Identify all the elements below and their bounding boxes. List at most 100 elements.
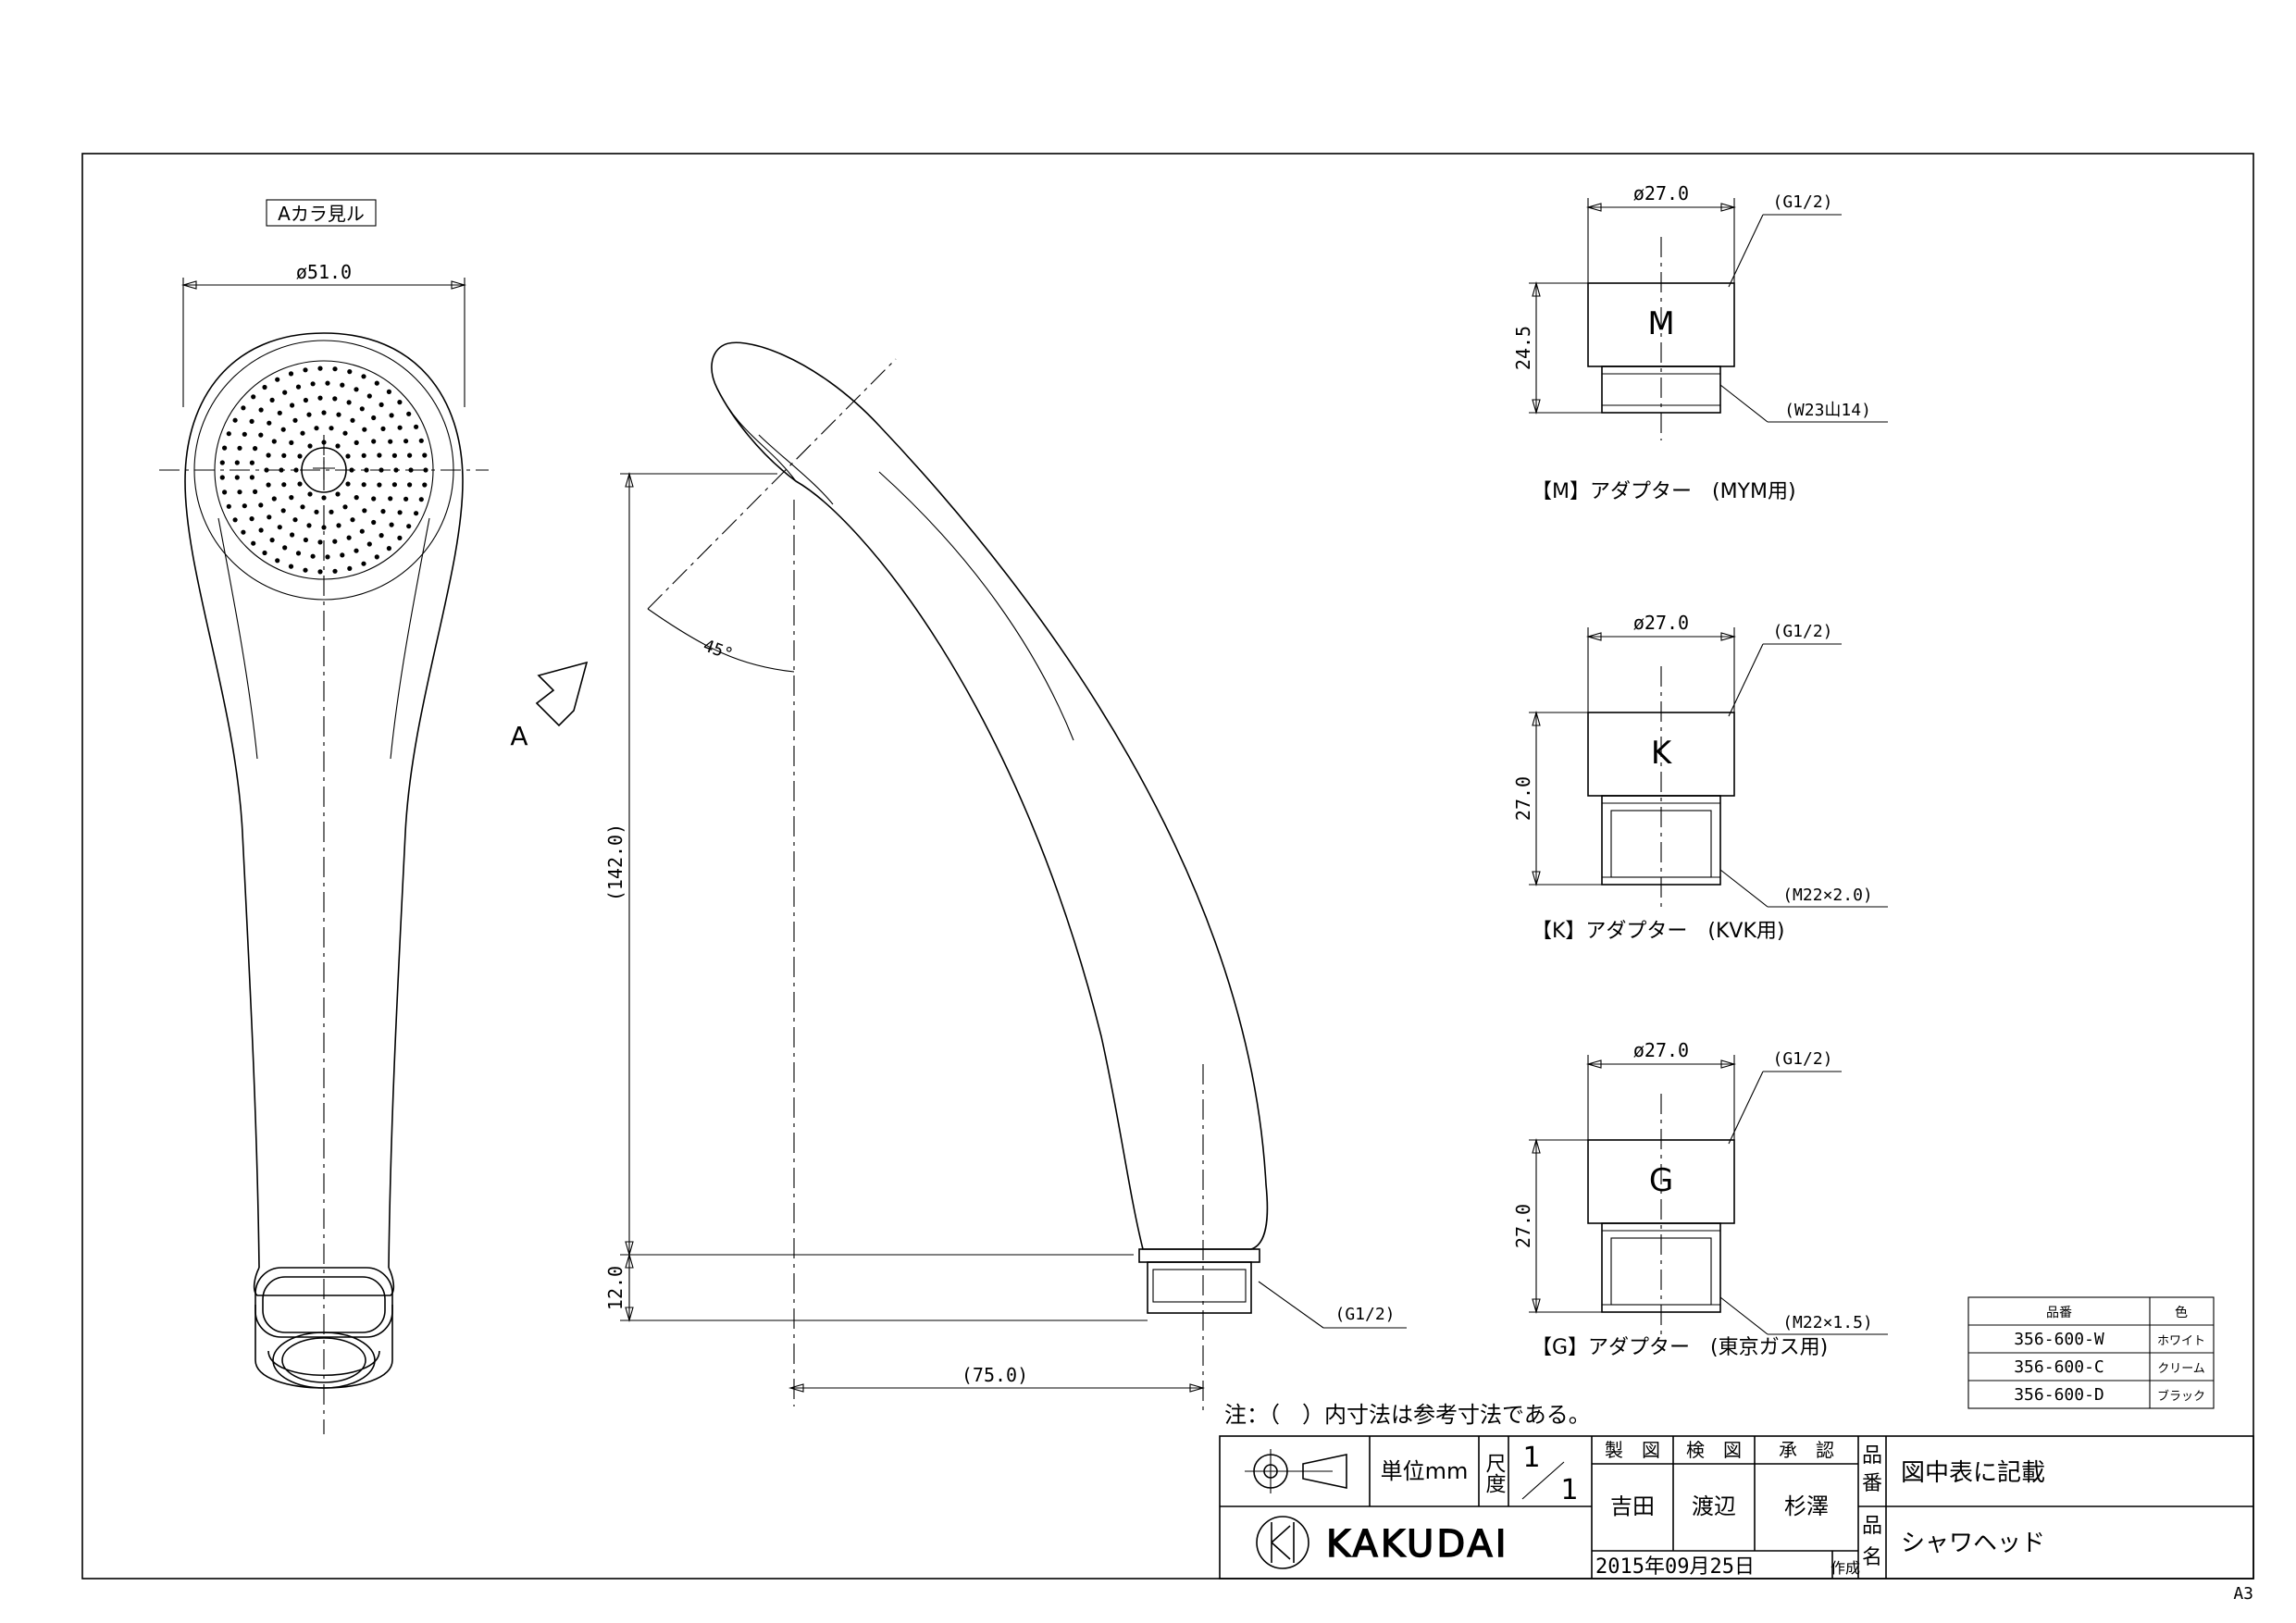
spray-hole xyxy=(281,452,287,458)
spray-hole xyxy=(407,482,413,488)
spray-hole xyxy=(414,424,419,429)
spray-hole xyxy=(288,564,294,569)
logo-text: KAKUDAI xyxy=(1326,1523,1509,1566)
spray-hole xyxy=(295,551,302,556)
spray-hole xyxy=(280,508,286,514)
table-cell: ホワイト xyxy=(2157,1334,2205,1348)
spray-hole xyxy=(271,439,277,444)
spray-hole xyxy=(422,482,428,488)
view-label: Aカラ見ル xyxy=(278,203,365,225)
spray-hole xyxy=(386,389,391,394)
name-value: シャワヘッド xyxy=(1901,1530,2045,1557)
spray-hole xyxy=(388,439,393,444)
spray-hole xyxy=(345,453,351,459)
spray-hole xyxy=(277,525,282,530)
adapter-caption: 【M】アダプター (MYM用) xyxy=(1532,480,1796,503)
spray-hole xyxy=(342,504,348,510)
spray-hole xyxy=(253,489,258,495)
spray-hole xyxy=(307,443,313,449)
spray-hole xyxy=(288,371,294,377)
spray-hole xyxy=(262,384,267,390)
spray-hole xyxy=(332,568,338,574)
spray-hole xyxy=(271,496,277,502)
spray-hole xyxy=(310,381,316,387)
approved-by: 杉澤 xyxy=(1784,1493,1829,1519)
adapter-thread-bottom: (W23山14) xyxy=(1784,401,1871,420)
spray-hole xyxy=(414,511,419,516)
spray-hole xyxy=(262,550,267,556)
spray-hole xyxy=(359,528,365,534)
spray-hole xyxy=(366,393,372,399)
table-cell: クリーム xyxy=(2157,1362,2205,1376)
front-view: Aカラ見ル ø51.0 xyxy=(159,199,489,1434)
spray-hole xyxy=(251,394,256,400)
spray-hole xyxy=(377,452,382,458)
spray-hole xyxy=(391,452,397,458)
checked-by: 渡辺 xyxy=(1692,1493,1736,1519)
spray-hole xyxy=(267,514,272,520)
reach-dim: (75.0) xyxy=(962,1364,1028,1386)
spray-hole xyxy=(282,545,288,551)
spray-hole xyxy=(371,439,377,444)
spray-hole xyxy=(380,426,386,431)
spray-hole xyxy=(332,396,338,402)
made-by: 吉田 xyxy=(1610,1493,1655,1519)
created-date: 2015年09月25日 xyxy=(1595,1555,1755,1579)
spray-hole xyxy=(418,438,424,443)
spray-hole xyxy=(282,390,288,395)
kakudai-logo: KAKUDAI xyxy=(1256,1516,1509,1569)
scale-denominator: 1 xyxy=(1560,1474,1578,1506)
adapter-letter: G xyxy=(1649,1162,1673,1199)
spray-hole xyxy=(325,380,330,386)
spray-hole xyxy=(354,495,359,501)
spray-hole xyxy=(393,467,399,473)
head-diameter-dim: ø51.0 xyxy=(296,261,352,283)
scale-label: 尺度 xyxy=(1483,1453,1507,1493)
spray-hole xyxy=(314,426,319,431)
spray-hole xyxy=(336,412,341,417)
spray-hole xyxy=(321,410,327,415)
drawing-frame xyxy=(81,153,2254,1580)
spray-hole xyxy=(379,467,384,473)
spray-hole xyxy=(346,400,352,405)
spray-hole xyxy=(317,569,323,575)
spray-hole xyxy=(289,495,294,501)
spray-hole xyxy=(306,523,312,528)
view-arrow xyxy=(535,661,589,727)
projection-symbol-icon xyxy=(1245,1449,1347,1493)
spray-hole xyxy=(241,529,246,535)
sheet-size-label: A3 xyxy=(2233,1584,2253,1604)
spray-hole xyxy=(300,430,305,436)
note: 注：（ ）内寸法は参考寸法である。 xyxy=(1224,1402,1591,1428)
spray-hole xyxy=(354,387,359,392)
adapter-thread-bottom: (M22×1.5) xyxy=(1782,1313,1873,1332)
spray-hole xyxy=(292,517,298,523)
spray-hole xyxy=(237,489,242,495)
spray-hole xyxy=(362,427,367,432)
spray-hole xyxy=(321,525,327,530)
spray-hole xyxy=(234,475,240,480)
spray-hole xyxy=(388,496,393,502)
spray-hole xyxy=(364,467,369,473)
spray-hole xyxy=(350,417,355,423)
spray-hole xyxy=(350,517,355,523)
spray-hole xyxy=(264,467,269,473)
spray-hole xyxy=(345,481,351,487)
adapter-caption: 【K】アダプター (KVK用) xyxy=(1532,920,1785,943)
adapter-caption: 【G】アダプター (東京ガス用) xyxy=(1532,1336,1828,1359)
spray-hole xyxy=(317,539,323,545)
spray-hole xyxy=(423,467,428,473)
spray-hole xyxy=(408,467,414,473)
spray-hole xyxy=(290,532,295,538)
table-cell: 356-600-C xyxy=(2014,1357,2104,1377)
spray-hole xyxy=(232,417,238,423)
view-label-box xyxy=(266,199,377,227)
adapter-height-dim: 27.0 xyxy=(1512,776,1534,821)
spray-hole xyxy=(380,509,386,514)
table-cell: ブラック xyxy=(2157,1389,2205,1404)
spray-hole xyxy=(249,460,254,465)
